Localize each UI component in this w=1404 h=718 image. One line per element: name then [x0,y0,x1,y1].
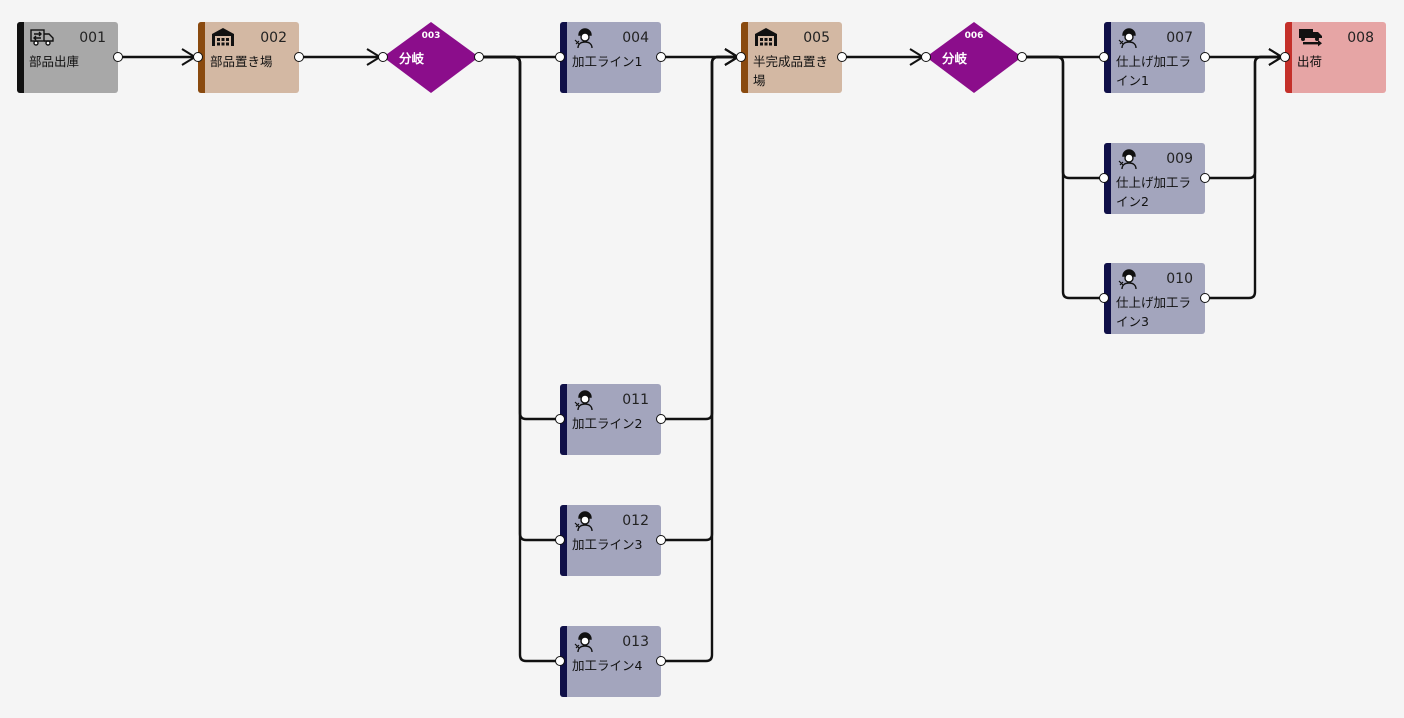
edge-011-005[interactable] [661,55,741,421]
branch-label: 分岐 [942,51,968,66]
node-label: 部品置き場 [210,54,273,69]
in-port-003[interactable] [378,52,388,62]
node-label: 出荷 [1297,54,1323,69]
worker-icon [573,510,597,532]
branch-id: 006 [964,31,984,41]
out-port-009[interactable] [1200,173,1210,183]
node-id: 005 [803,30,830,46]
edge-010-008[interactable] [1205,55,1285,300]
worker-icon [573,631,597,653]
worker-icon [573,27,597,49]
worker-icon [573,389,597,411]
flow-node-005[interactable]: 005 半完成品置き場 [741,22,842,93]
out-port-002[interactable] [294,52,304,62]
node-label: 加工ライン2 [572,416,643,431]
node-id: 013 [622,634,649,650]
node-label: 部品出庫 [29,54,80,69]
warehouse-icon [211,27,235,47]
truck-icon [1298,27,1322,47]
out-port-007[interactable] [1200,52,1210,62]
branch-node-003[interactable]: 003 分岐 [383,22,479,93]
out-port-012[interactable] [656,535,666,545]
in-port-009[interactable] [1099,173,1109,183]
node-label: 仕上げ加工ライン2 [1116,175,1192,209]
node-label: 加工ライン3 [572,537,643,552]
node-label: 加工ライン1 [572,54,643,69]
branch-node-006[interactable]: 006 分岐 [926,22,1022,93]
branch-diamond-shape [383,22,479,93]
in-port-012[interactable] [555,535,565,545]
edge-013-005[interactable] [661,55,741,663]
truck-arrows-icon [30,27,54,47]
in-port-010[interactable] [1099,293,1109,303]
worker-icon [1117,148,1141,170]
branch-diamond-shape [926,22,1022,93]
out-port-013[interactable] [656,656,666,666]
out-port-010[interactable] [1200,293,1210,303]
branch-id: 003 [421,31,441,41]
in-port-004[interactable] [555,52,565,62]
edge-006-010[interactable] [1022,55,1104,300]
in-port-006[interactable] [921,52,931,62]
node-id: 001 [79,30,106,46]
node-label: 仕上げ加工ライン3 [1116,295,1192,329]
in-port-002[interactable] [193,52,203,62]
edge-009-008[interactable] [1205,55,1285,180]
node-label: 仕上げ加工ライン1 [1116,54,1192,88]
node-id: 004 [622,30,649,46]
worker-icon [1117,268,1141,290]
warehouse-icon [754,27,778,47]
flow-node-010[interactable]: 010 仕上げ加工ライン3 [1104,263,1205,334]
out-port-001[interactable] [113,52,123,62]
in-port-005[interactable] [736,52,746,62]
node-id: 007 [1166,30,1193,46]
flow-node-008[interactable]: 008 出荷 [1285,22,1386,93]
flow-node-001[interactable]: 001 部品出庫 [17,22,118,93]
node-id: 009 [1166,151,1193,167]
flow-node-009[interactable]: 009 仕上げ加工ライン2 [1104,143,1205,214]
out-port-011[interactable] [656,414,666,424]
in-port-011[interactable] [555,414,565,424]
node-label: 半完成品置き場 [753,54,829,88]
flow-node-007[interactable]: 007 仕上げ加工ライン1 [1104,22,1205,93]
branch-label: 分岐 [399,51,425,66]
out-port-005[interactable] [837,52,847,62]
node-id: 012 [622,513,649,529]
in-port-007[interactable] [1099,52,1109,62]
node-label: 加工ライン4 [572,658,643,673]
node-id: 010 [1166,271,1193,287]
in-port-013[interactable] [555,656,565,666]
node-id: 002 [260,30,287,46]
flow-node-002[interactable]: 002 部品置き場 [198,22,299,93]
out-port-006[interactable] [1017,52,1027,62]
edge-012-005[interactable] [661,55,741,542]
flow-node-013[interactable]: 013 加工ライン4 [560,626,661,697]
out-port-004[interactable] [656,52,666,62]
flow-node-012[interactable]: 012 加工ライン3 [560,505,661,576]
node-id: 008 [1347,30,1374,46]
node-type-bar [17,22,24,93]
in-port-008[interactable] [1280,52,1290,62]
flow-node-004[interactable]: 004 加工ライン1 [560,22,661,93]
node-id: 011 [622,392,649,408]
flow-node-011[interactable]: 011 加工ライン2 [560,384,661,455]
worker-icon [1117,27,1141,49]
out-port-003[interactable] [474,52,484,62]
edge-003-013[interactable] [479,55,560,663]
